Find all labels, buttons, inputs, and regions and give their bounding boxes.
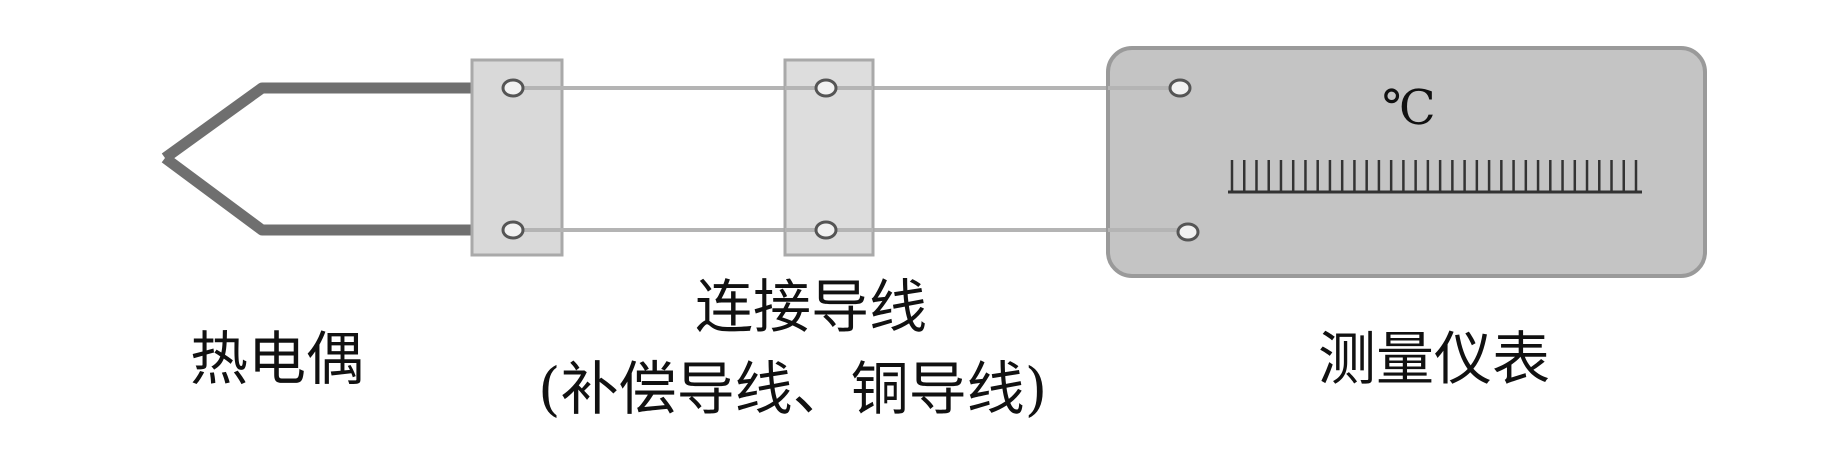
thermocouple-wire-upper: [161, 82, 513, 163]
connecting-wire-label: 连接导线: [695, 273, 928, 341]
measuring-instrument-body: [1106, 46, 1707, 278]
terminal-meter-lower: [1176, 222, 1200, 242]
terminal-1-upper: [501, 78, 525, 98]
thermocouple-label: 热电偶: [190, 325, 365, 393]
measuring-instrument-label: 测量仪表: [1318, 325, 1551, 393]
terminal-2-lower: [814, 220, 838, 240]
terminal-meter-upper: [1168, 78, 1192, 98]
terminal-2-upper: [814, 78, 838, 98]
thermocouple-wire-lower: [161, 153, 513, 236]
meter-scale: [1228, 160, 1642, 194]
terminal-1-lower: [501, 220, 525, 240]
connecting-wire-note-label: (补偿导线、铜导线): [538, 355, 1048, 423]
temperature-unit-label: ℃: [1382, 80, 1436, 136]
